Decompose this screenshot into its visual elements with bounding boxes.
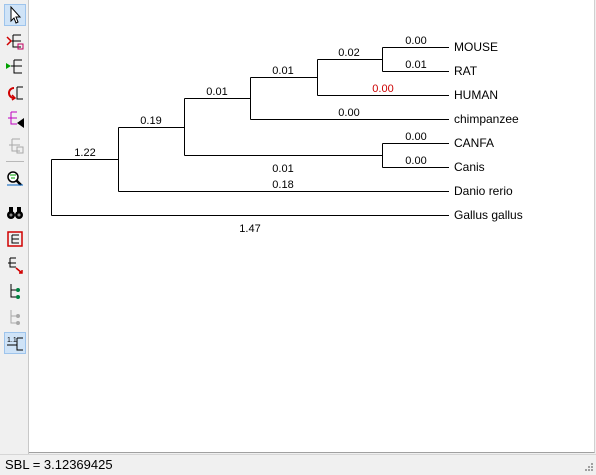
flip-branch-icon [8,86,23,101]
leaf-label-canfa[interactable]: CANFA [454,136,494,150]
branch-length-label: 0.00 [405,35,426,47]
leaf-label-rat[interactable]: RAT [454,64,478,78]
leaf-label-chimpanzee[interactable]: chimpanzee [454,112,519,126]
leaf-label-danio-rerio[interactable]: Danio rerio [454,184,513,198]
branch-length-label: 0.18 [272,179,293,191]
branch-length-label: 0.19 [140,115,161,127]
flip-branch-button[interactable] [4,82,26,104]
swap-subtrees-icon [6,34,24,50]
branch-length-label: 0.01 [206,86,227,98]
fit-page-button[interactable] [4,228,26,250]
branch-length-label: 0.00 [338,107,359,119]
branch-length-label: 1.47 [239,223,260,235]
branch-length-label: 0.00 [405,131,426,143]
tree-canvas[interactable]: 0.00 0.01 0.00 0.00 0.00 0.00 0.18 1.47 … [29,0,595,453]
collapse-subtree-button[interactable] [4,108,26,130]
branch-length-label: 0.02 [338,47,359,59]
branch-length-label-highlighted: 0.00 [372,83,393,95]
reroot-button[interactable] [4,56,26,78]
tree-toolbar: 1.1 [0,0,29,454]
disabled-topology-icon [10,310,20,325]
view-tree-button[interactable] [4,168,26,190]
reroot-tree-icon [6,59,22,74]
disabled-tree-button[interactable] [4,134,26,156]
leaf-label-human[interactable]: HUMAN [454,88,498,102]
leaf-label-mouse[interactable]: MOUSE [454,40,498,54]
disabled-tree-icon [9,138,24,154]
phylogenetic-tree: 0.00 0.01 0.00 0.00 0.00 0.00 0.18 1.47 … [51,35,523,235]
sum-branch-length-text: SBL = 3.12369425 [5,457,113,472]
topology-icon [10,284,20,299]
branch-length-label: 0.00 [405,155,426,167]
view-tree-icon [7,171,23,186]
pointer-tool-button[interactable] [4,4,26,26]
find-binoculars-icon [7,207,23,219]
swap-subtrees-button[interactable] [4,30,26,52]
branch-length-label: 1.22 [74,147,95,159]
branch-length-labels-button[interactable]: 1.1 [4,332,26,354]
leaf-label-canis[interactable]: Canis [454,160,485,174]
branch-length-label: 0.01 [272,163,293,175]
topology-button[interactable] [4,280,26,302]
find-button[interactable] [4,202,26,224]
leaf-label-gallus-gallus[interactable]: Gallus gallus [454,208,523,222]
collapse-subtree-icon [8,111,24,128]
fit-page-icon [7,231,23,247]
svg-text:1.1: 1.1 [7,337,17,344]
sort-branches-button[interactable] [4,254,26,276]
branch-length-labels-icon: 1.1 [7,337,23,351]
disabled-topology-button[interactable] [4,306,26,328]
branch-length-label: 0.01 [272,65,293,77]
sort-branches-icon [8,257,23,274]
status-bar: SBL = 3.12369425 [0,454,596,474]
branch-length-label: 0.01 [405,59,426,71]
resize-grip-icon[interactable] [584,462,594,472]
pointer-arrow-icon [10,5,22,24]
